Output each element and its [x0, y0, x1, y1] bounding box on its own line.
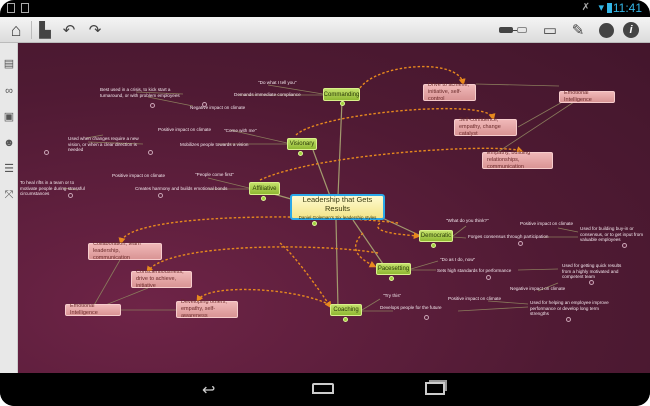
coaching-use: Used for helping an employee improve per…	[530, 300, 609, 317]
node-coaching[interactable]: Coaching	[330, 304, 362, 316]
expand-dot[interactable]	[312, 221, 317, 226]
collapse-toggle[interactable]	[566, 317, 571, 322]
central-topic[interactable]: Leadership that Gets Results Daniel Gole…	[290, 194, 385, 220]
democratic-impact: Positive impact on climate	[520, 221, 574, 226]
image-icon[interactable]: ▣	[3, 111, 15, 123]
collapse-toggle[interactable]	[518, 241, 523, 246]
wifi-icon: ▾	[598, 2, 604, 14]
recents-icon[interactable]	[425, 382, 445, 395]
mute-icon: ✗	[581, 2, 590, 13]
expand-dot[interactable]	[298, 151, 303, 156]
theme-palette-icon[interactable]	[597, 20, 615, 40]
central-subtitle: Daniel Goleman's Six leadership styles	[298, 214, 377, 220]
mind-map-canvas[interactable]: Leadership that Gets Results Daniel Gole…	[18, 43, 650, 373]
home-icon[interactable]: ⌂	[10, 19, 22, 40]
node-pacesetting[interactable]: Pacesetting	[376, 263, 411, 275]
collapse-toggle[interactable]	[150, 103, 155, 108]
coaching-quote: "Try this"	[383, 293, 402, 298]
pacesetting-quote: "Do as I do, now"	[440, 257, 476, 262]
collapse-toggle[interactable]	[622, 243, 627, 248]
battery-icon	[607, 3, 612, 13]
status-bar: ✗ ▾ 11:41	[0, 0, 650, 17]
collapse-toggle[interactable]	[589, 280, 594, 285]
visionary-impact: Positive impact on climate	[158, 127, 212, 132]
expand-dot[interactable]	[389, 276, 394, 281]
visionary-use: Used when changes require a new vision, …	[68, 136, 139, 153]
ei-left-conscientiousness[interactable]: Conscientiousness, drive to achieve, ini…	[131, 269, 192, 289]
collapse-toggle[interactable]	[202, 102, 207, 107]
ei-left-developing-others[interactable]: Developing others, empathy, self-awarene…	[176, 299, 238, 319]
ei-right-drive[interactable]: Drive to achieve, initiative, self-contr…	[423, 82, 476, 102]
download-icon	[7, 3, 15, 13]
ei-right-empathy[interactable]: Empathy, building relationships, communi…	[482, 150, 553, 170]
note-icon[interactable]: ✎	[571, 22, 585, 39]
commanding-impact: Negative impact on climate	[190, 105, 246, 110]
expand-dot[interactable]	[340, 101, 345, 106]
pacesetting-impact: Negative impact on climate	[510, 286, 566, 291]
left-sidebar: ▤ ∞ ▣ ☻ ☰ ⤧	[0, 43, 18, 373]
relationship-icon[interactable]: ∞	[5, 85, 13, 97]
node-democratic[interactable]: Democratic	[419, 230, 453, 242]
navigation-bar: ↩	[0, 373, 650, 406]
visionary-quote: "Come with me"	[224, 128, 257, 133]
clock: 11:41	[612, 1, 642, 15]
connection-lines	[62, 65, 581, 312]
affiliative-use: To heal rifts in a team or to motivate p…	[20, 180, 85, 197]
ei-right-root[interactable]: Emotional Intelligence	[559, 90, 615, 103]
coaching-trait: Develops people for the future	[380, 305, 442, 310]
collapse-toggle[interactable]	[158, 193, 163, 198]
ei-left-root[interactable]: Emotional Intelligence	[65, 303, 121, 316]
toolbar: ⌂ ▙ ↶ ↷ ▭ ✎ i	[0, 17, 650, 43]
collapse-toggle[interactable]	[148, 150, 153, 155]
divider	[31, 21, 32, 39]
expand-dot[interactable]	[431, 243, 436, 248]
pacesetting-trait: Sets high standards for performance	[437, 268, 512, 273]
link-style-icon[interactable]	[497, 20, 529, 40]
image-notification-icon	[21, 3, 29, 13]
coaching-impact: Positive impact on climate	[448, 296, 502, 301]
layout-icon[interactable]: ▭	[542, 22, 558, 39]
commanding-quote: "Do what I tell you"	[258, 80, 297, 85]
pacesetting-use: Used for getting quick results from a hi…	[562, 263, 622, 280]
undo-icon[interactable]: ↶	[62, 22, 76, 39]
collapse-icon[interactable]: ⤧	[4, 189, 14, 201]
collapse-toggle[interactable]	[486, 275, 491, 280]
new-document-icon[interactable]: ▙	[39, 22, 51, 39]
node-visionary[interactable]: Visionary	[287, 138, 317, 150]
commanding-trait: Demands immediate compliance	[234, 92, 301, 97]
notes-icon[interactable]: ☰	[4, 163, 14, 175]
emoji-icon[interactable]: ☻	[3, 137, 15, 149]
expand-dot[interactable]	[261, 196, 266, 201]
ei-left-collaboration[interactable]: Collaboration, team leadership, communic…	[88, 241, 162, 261]
collapse-toggle[interactable]	[68, 193, 73, 198]
commanding-use: Best used in a crisis, to kick start a t…	[100, 87, 180, 98]
back-icon[interactable]: ↩	[202, 382, 216, 399]
info-icon[interactable]: i	[622, 20, 640, 40]
democratic-quote: "What do you think?"	[446, 218, 489, 223]
node-affiliative[interactable]: Affiliative	[249, 182, 280, 195]
visionary-trait: Mobilizes people towards a vision	[180, 142, 249, 147]
collapse-toggle[interactable]	[44, 150, 49, 155]
affiliative-impact: Positive impact on climate	[112, 173, 166, 178]
central-title: Leadership that Gets Results	[302, 194, 373, 213]
home-nav-icon[interactable]	[312, 383, 334, 394]
expand-dot[interactable]	[343, 317, 348, 322]
democratic-trait: Forges consensus through participation	[468, 234, 549, 239]
affiliative-quote: "People come first"	[195, 172, 234, 177]
ei-right-self-confidence[interactable]: Self-confidence, empathy, change catalys…	[454, 117, 517, 137]
outline-icon[interactable]: ▤	[3, 58, 15, 70]
collapse-toggle[interactable]	[424, 315, 429, 320]
democratic-use: Used for building buy-in or consensus, o…	[580, 226, 644, 243]
redo-icon[interactable]: ↷	[88, 22, 102, 39]
node-commanding[interactable]: Commanding	[323, 88, 360, 101]
affiliative-trait: Creates harmony and builds emotional bon…	[135, 186, 228, 191]
